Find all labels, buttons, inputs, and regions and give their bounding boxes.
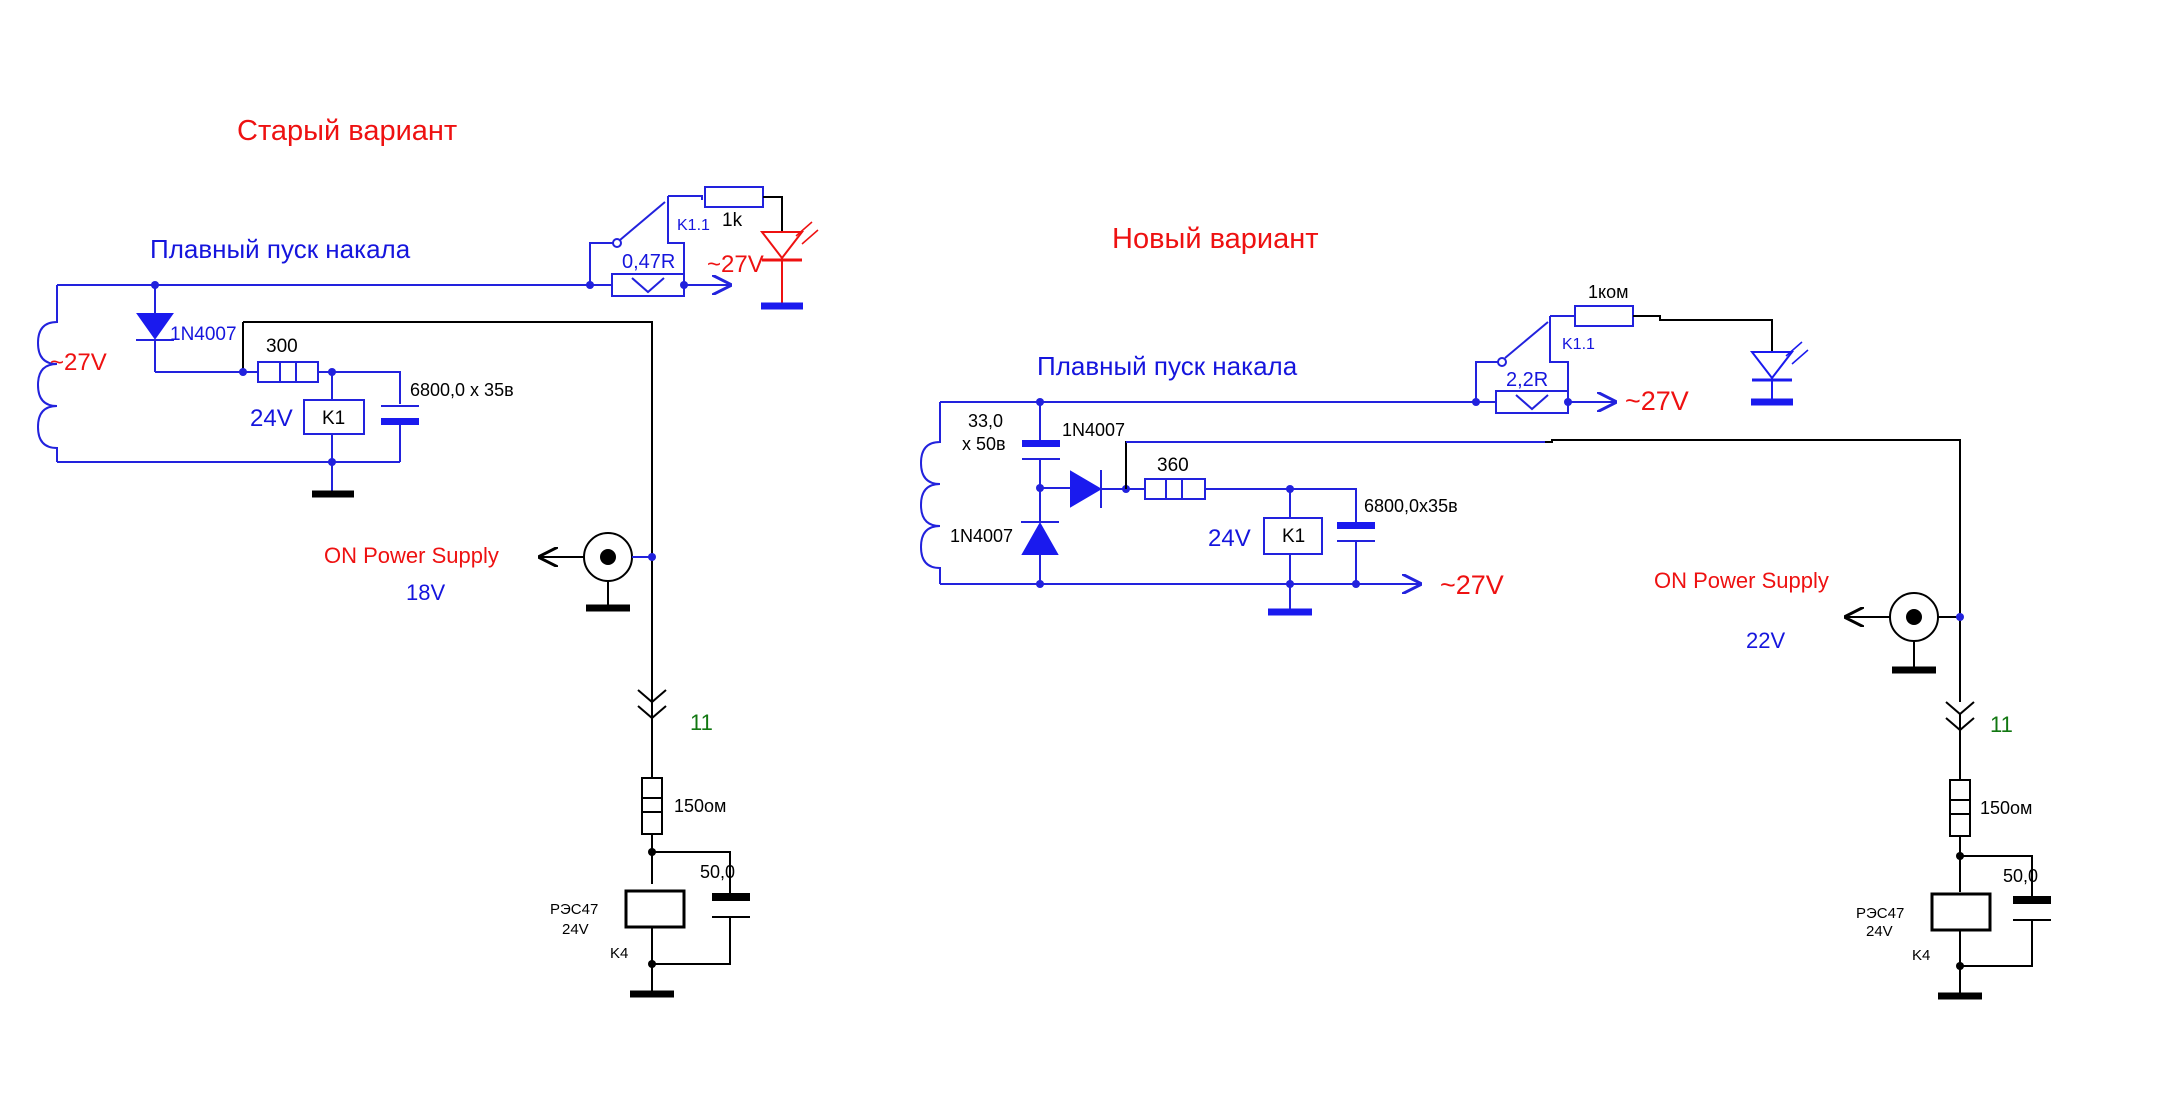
new-connector-11-label: 11 — [1990, 712, 2013, 737]
new-capacitor-33-rating: х 50в — [962, 434, 1006, 454]
old-relay-k1-label: K1 — [322, 408, 345, 429]
new-contact-resistor — [1574, 305, 1634, 327]
old-capacitor-6800 — [381, 405, 419, 462]
new-capacitor-6800 — [1337, 522, 1375, 584]
new-output-voltage: ~27V — [1625, 386, 1689, 416]
new-relay-k1-label: K1 — [1282, 526, 1305, 547]
old-variant: Старый вариант Плавный пуск накала ~27V … — [36, 115, 819, 998]
old-k4-name: K4 — [610, 945, 628, 962]
new-led — [1749, 341, 1809, 400]
new-diode-bottom-label: 1N4007 — [950, 526, 1013, 546]
new-diode-bottom — [1021, 488, 1059, 584]
old-resistor-300-label: 300 — [266, 336, 298, 357]
old-capacitor-50 — [652, 893, 750, 965]
old-capacitor-6800-label: 6800,0 х 35в — [410, 380, 514, 400]
old-connector-11 — [637, 689, 667, 778]
old-relay-k4 — [624, 889, 686, 992]
old-k4-voltage: 24V — [562, 921, 589, 938]
old-variant-heading: Старый вариант — [237, 115, 457, 147]
new-connector-11 — [1945, 701, 1975, 780]
old-power-supply-label: ON Power Supply — [324, 543, 499, 568]
old-resistor-150-label: 150ом — [674, 796, 726, 816]
new-resistor-150 — [1949, 779, 1971, 892]
new-resistor-360 — [1144, 478, 1206, 500]
old-shunt-resistor-label: 0,47R — [622, 251, 675, 273]
old-power-supply-voltage: 18V — [406, 580, 445, 605]
new-relay-contact-label: K1.1 — [1562, 336, 1595, 353]
new-resistor-150-label: 150ом — [1980, 798, 2032, 818]
new-variant-heading: Новый вариант — [1112, 223, 1319, 255]
old-resistor-300 — [257, 361, 319, 383]
old-winding-voltage: ~27V — [50, 349, 107, 376]
new-capacitor-50 — [1960, 896, 2051, 967]
new-k4-voltage: 24V — [1866, 923, 1893, 940]
old-shunt-resistor — [611, 273, 685, 297]
old-contact-resistor — [704, 186, 764, 208]
new-capacitor-6800-label: 6800,0х35в — [1364, 496, 1458, 516]
old-capacitor-50-label: 50,0 — [700, 862, 735, 882]
new-bottom-voltage: ~27V — [1440, 570, 1504, 600]
new-relay-contact — [1475, 316, 1569, 402]
new-k4-type: РЭС47 — [1856, 905, 1904, 922]
new-power-supply-connector — [1846, 592, 1960, 674]
new-power-supply-voltage: 22V — [1746, 628, 1785, 653]
old-power-supply-connector — [540, 532, 652, 612]
old-led — [759, 221, 819, 304]
new-variant: Новый вариант Плавный пуск накала 33,0 х… — [919, 223, 2051, 1000]
new-contact-resistor-label: 1ком — [1588, 282, 1628, 302]
new-capacitor-50-label: 50,0 — [2003, 866, 2038, 886]
old-contact-resistor-label: 1k — [722, 210, 743, 231]
old-resistor-150 — [641, 777, 663, 884]
old-diode-label: 1N4007 — [170, 324, 237, 345]
new-resistor-360-label: 360 — [1157, 455, 1189, 476]
old-soft-start-title: Плавный пуск накала — [150, 234, 411, 264]
new-capacitor-33-label: 33,0 — [968, 411, 1003, 431]
old-transformer-winding — [36, 285, 58, 462]
old-output-voltage: ~27V — [707, 251, 764, 278]
new-shunt-resistor-label: 2,2R — [1506, 369, 1548, 391]
new-diode-top-label: 1N4007 — [1062, 420, 1125, 440]
old-connector-11-label: 11 — [690, 710, 713, 735]
new-relay-voltage: 24V — [1208, 525, 1251, 552]
new-k4-name: K4 — [1912, 947, 1930, 964]
new-soft-start-title: Плавный пуск накала — [1037, 351, 1298, 381]
old-relay-voltage: 24V — [250, 405, 293, 432]
old-relay-contact-label: K1.1 — [677, 217, 710, 234]
old-relay-k1 — [303, 399, 365, 435]
new-transformer-winding — [919, 402, 941, 584]
new-power-supply-label: ON Power Supply — [1654, 568, 1829, 593]
new-diode-series — [1070, 470, 1145, 508]
new-relay-k1 — [1263, 517, 1323, 555]
old-diode — [136, 285, 174, 372]
new-shunt-resistor — [1495, 390, 1569, 414]
old-k4-type: РЭС47 — [550, 901, 598, 918]
new-relay-k4 — [1930, 892, 1992, 994]
